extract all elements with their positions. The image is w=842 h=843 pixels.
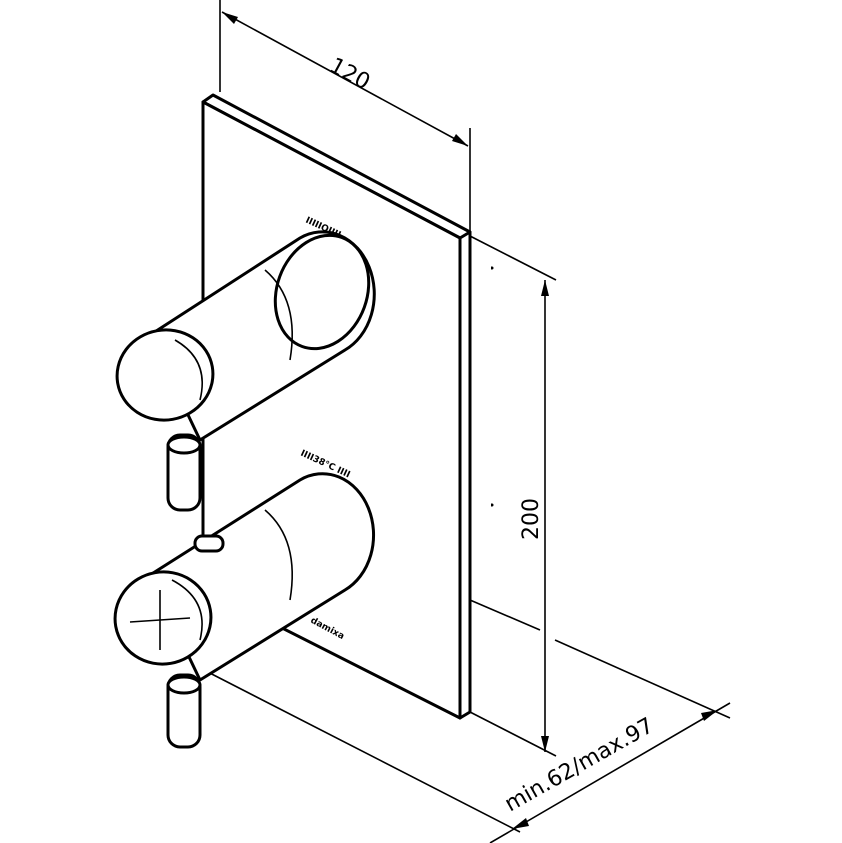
dimension-height: 200 [469, 235, 557, 757]
diverter-knob: IIIIIOIIII [115, 216, 376, 512]
depth-label: min.62/max.97 [501, 713, 658, 817]
height-label: 200 [519, 498, 544, 540]
cross-icon [129, 590, 191, 650]
thermostat-knob: IIII38°C IIII damixa [113, 449, 376, 749]
safety-button [193, 534, 225, 553]
width-label: 120 [325, 53, 374, 95]
